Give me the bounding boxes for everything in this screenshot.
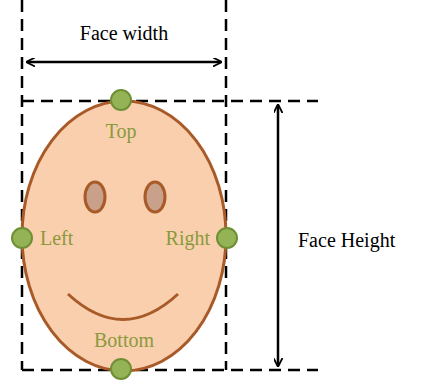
dimension-label: Face Height [298,229,395,251]
smile [68,294,178,320]
right-eye [145,182,165,212]
dimension-label: Face width [80,22,168,44]
landmark-label: Right [166,227,210,249]
landmark-label: Left [40,227,73,249]
left-eye [85,182,105,212]
width-arrow [27,61,221,64]
landmark-label: Top [106,120,137,142]
height-arrow [277,105,280,366]
landmark-dots [12,90,237,379]
landmark-label: Bottom [94,329,154,351]
bounding-lines [22,0,318,370]
face-oval [22,101,226,371]
